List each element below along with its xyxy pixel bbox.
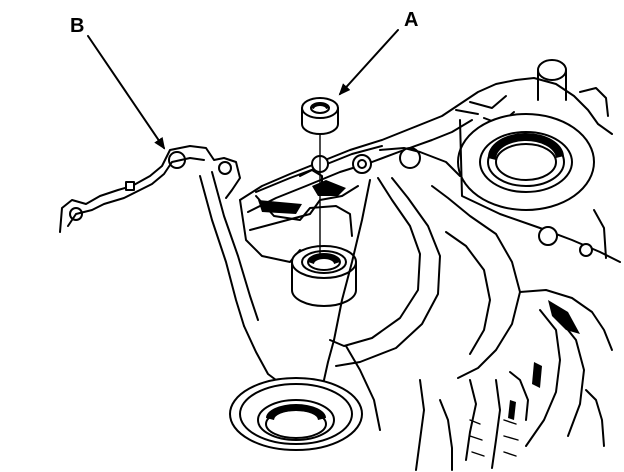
crankshaft-seal-boss	[229, 377, 363, 451]
part-a-collar	[301, 97, 339, 257]
callout-label-b: B	[70, 15, 84, 37]
timing-cover-body	[199, 59, 621, 471]
callout-leaders	[87, 29, 399, 150]
leader-a	[338, 29, 399, 96]
leader-b	[87, 35, 166, 150]
gasket-b	[59, 145, 241, 233]
callout-label-a: A	[404, 9, 418, 31]
